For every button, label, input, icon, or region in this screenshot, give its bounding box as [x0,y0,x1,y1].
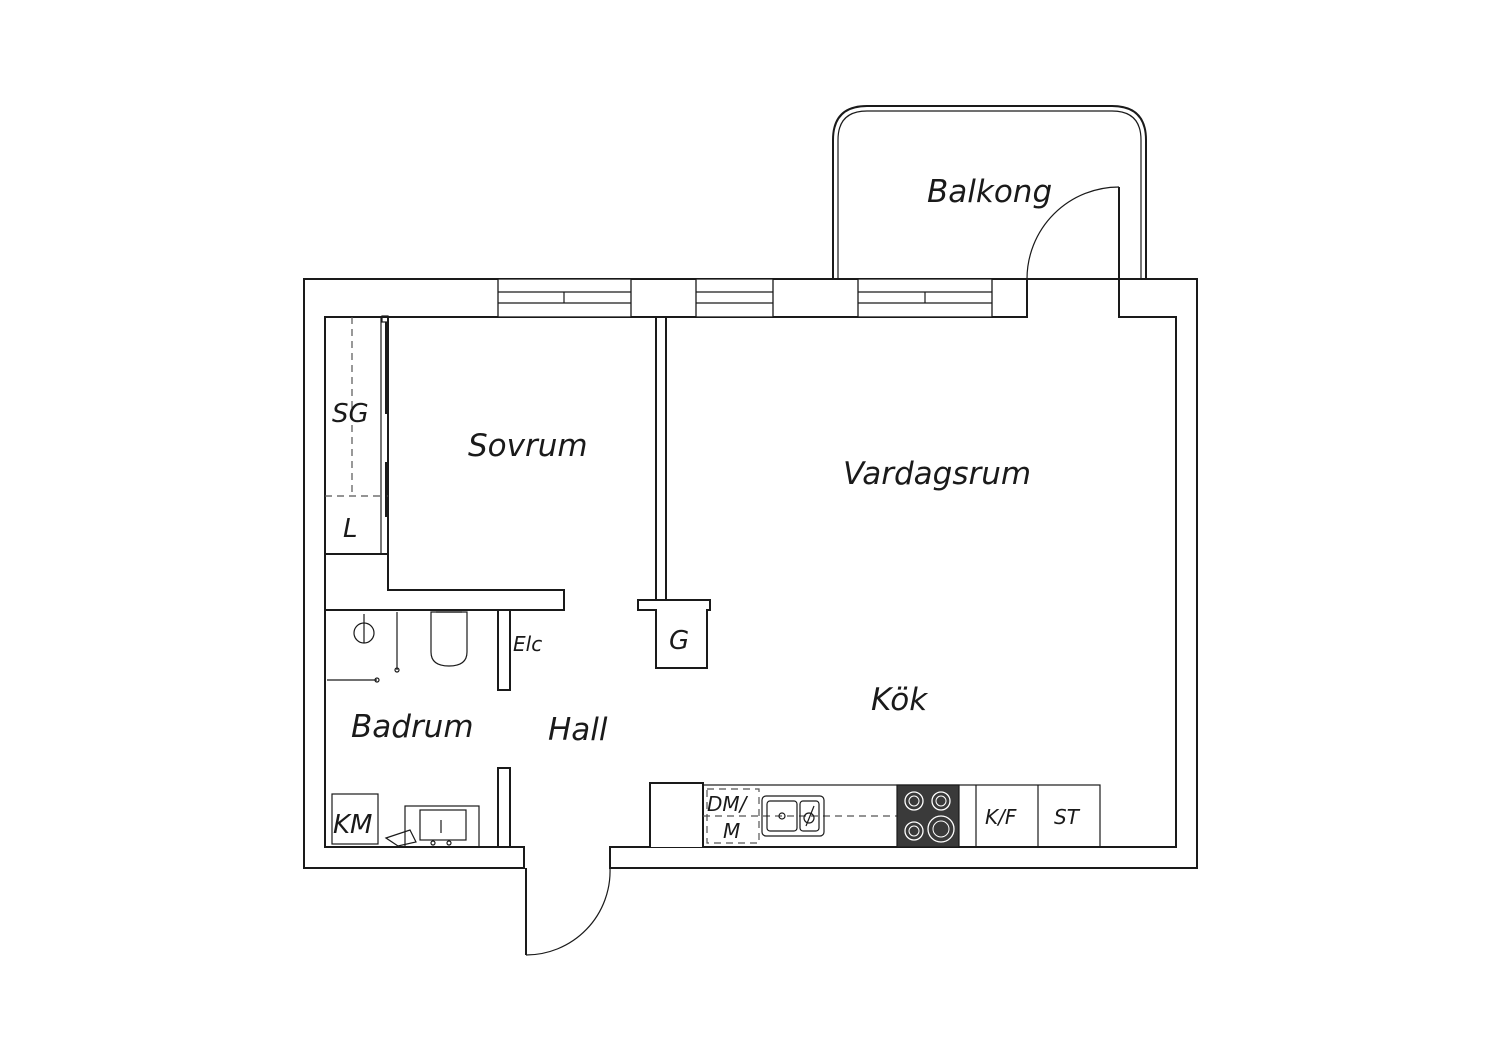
bathroom-fixtures [327,611,480,848]
label-linen-l: L [343,514,358,544]
label-storage: ST [1054,805,1081,829]
sink [384,805,480,848]
entrance-door [525,867,611,956]
label-fridge-freezer: K/F [985,805,1017,829]
washing-machine-box [331,793,379,845]
dishwasher-outline [706,788,760,844]
room-label-sovrum: Sovrum [468,428,588,464]
kitchen-sink [761,795,825,837]
wardrobe [325,315,389,554]
room-label-hall: Hall [548,712,608,748]
room-label-balkong: Balkong [927,174,1052,210]
label-g: G [669,626,689,656]
kitchen-counter [702,784,1101,848]
room-label-vardagsrum: Vardagsrum [843,456,1031,492]
outer-walls [303,278,1198,869]
balcony-door [1026,186,1120,280]
shower [327,612,400,683]
interior-walls [324,316,711,848]
window [695,278,774,318]
label-washing-machine: KM [333,810,372,840]
label-wardrobe-sg: SG [332,399,369,429]
label-dishwasher-bottom: M [723,819,740,843]
stove [896,784,960,848]
room-label-badrum: Badrum [351,709,474,745]
label-dishwasher-top: DM/ [707,792,749,816]
label-electric-cabinet: Elc [513,632,542,656]
room-label-kok: Kök [871,682,928,718]
toilet [430,611,468,667]
balcony [832,105,1147,279]
